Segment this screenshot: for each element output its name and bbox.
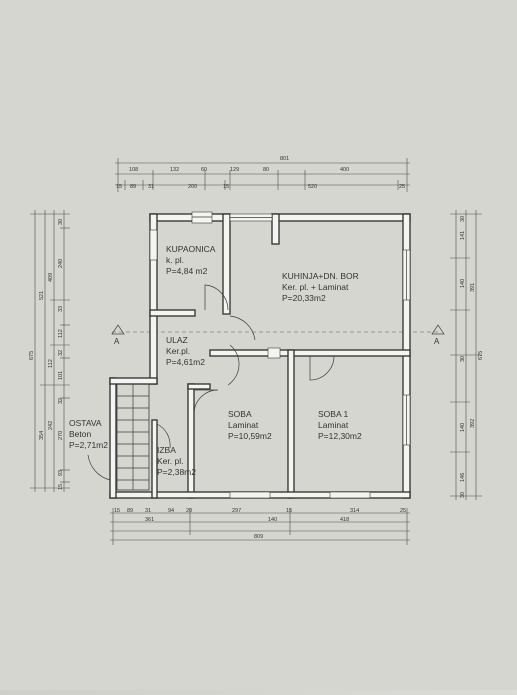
bottom-dim-6: 297 — [232, 508, 241, 514]
left-seg-4: 112 — [58, 329, 64, 338]
bottom-mid-2: 140 — [268, 517, 277, 523]
bottom-mid-3: 418 — [340, 517, 349, 523]
bottom-dim-5: 20 — [186, 508, 192, 514]
section-line-a: A A — [111, 324, 445, 346]
top-total-dim: 801 — [280, 156, 289, 162]
top-dim-7: 15 — [116, 184, 122, 190]
top-dim-2: 132 — [170, 167, 179, 173]
room-area: P=2,71m2 — [69, 440, 108, 450]
section-mark-left: A — [114, 337, 120, 346]
right-mid-dim-1: 391 — [470, 283, 476, 292]
left-dimensions: 675 521 354 409 112 242 30 240 33 112 32… — [29, 210, 70, 492]
room-soba: SOBA Laminat P=10,59m2 — [228, 409, 272, 441]
right-inner-dim-2: 140 — [460, 279, 466, 288]
room-name: SOBA — [228, 409, 252, 419]
top-dimensions: 801 108 132 60 129 80 400 15 89 31 200 1… — [115, 156, 410, 192]
room-area: P=10,59m2 — [228, 431, 272, 441]
right-seg-3: 30 — [460, 492, 466, 498]
room-name: KUPAONICA — [166, 244, 216, 254]
bottom-total-dim: 809 — [254, 534, 263, 540]
room-area: P=20,33m2 — [282, 293, 326, 303]
room-area: P=12,30m2 — [318, 431, 362, 441]
section-mark-right: A — [434, 337, 440, 346]
left-seg-8: 270 — [58, 431, 64, 440]
top-dim-5: 80 — [263, 167, 269, 173]
top-dim-10: 200 — [188, 184, 197, 190]
stairs — [116, 383, 150, 491]
left-seg-3: 33 — [58, 306, 64, 312]
room-name: IZBA — [157, 445, 176, 455]
top-dim-13: 25 — [399, 184, 405, 190]
bottom-dim-8: 314 — [350, 508, 359, 514]
bottom-dimensions: 15 89 31 94 20 297 15 314 25 361 140 418… — [110, 508, 410, 545]
room-soba-1: SOBA 1 Laminat P=12,30m2 — [318, 409, 362, 441]
top-dim-3: 60 — [201, 167, 207, 173]
bottom-dim-3: 31 — [145, 508, 151, 514]
top-dim-11: 15 — [223, 184, 229, 190]
bottom-dim-1: 15 — [114, 508, 120, 514]
doors — [87, 284, 335, 481]
right-inner-dim-3: 140 — [460, 423, 466, 432]
right-seg-2: 30 — [460, 356, 466, 362]
bottom-dim-9: 25 — [400, 508, 406, 514]
room-floor: Laminat — [318, 420, 349, 430]
room-area: P=2,38m2 — [157, 467, 196, 477]
left-seg-7: 32 — [58, 398, 64, 404]
room-kupaonica: KUPAONICA k. pl. P=4,84 m2 — [166, 244, 216, 276]
top-dim-1: 108 — [129, 167, 138, 173]
room-name: SOBA 1 — [318, 409, 349, 419]
room-kuhinja: KUHINJA+DN. BOR Ker. pl. + Laminat P=20,… — [282, 271, 359, 303]
right-outer-dim: 675 — [478, 351, 484, 360]
left-outer-dim: 675 — [29, 351, 35, 360]
room-izba: IZBA Ker. pl. P=2,38m2 — [157, 445, 196, 477]
room-name: ULAZ — [166, 335, 188, 345]
left-inner-dim-1: 409 — [48, 273, 54, 282]
top-dim-9: 31 — [148, 184, 154, 190]
room-floor: Beton — [69, 429, 91, 439]
top-dim-4: 129 — [230, 167, 239, 173]
left-seg-6: 101 — [58, 371, 64, 380]
bottom-dim-4: 94 — [168, 508, 174, 514]
left-mid-dim-2: 354 — [39, 431, 45, 440]
top-dim-12: 520 — [308, 184, 317, 190]
bottom-dim-7: 15 — [286, 508, 292, 514]
room-floor: k. pl. — [166, 255, 184, 265]
room-floor: Ker.pl. — [166, 346, 190, 356]
windows — [149, 211, 411, 499]
room-floor: Ker. pl. — [157, 456, 183, 466]
left-inner-dim-2: 112 — [48, 359, 54, 368]
room-name: KUHINJA+DN. BOR — [282, 271, 359, 281]
left-seg-1: 30 — [58, 219, 64, 225]
right-mid-dim-2: 392 — [470, 419, 476, 428]
left-seg-5: 32 — [58, 350, 64, 356]
room-floor: Laminat — [228, 420, 259, 430]
left-seg-9: 93 — [58, 470, 64, 476]
bottom-mid-1: 361 — [145, 517, 154, 523]
bottom-dim-2: 89 — [127, 508, 133, 514]
right-seg-1: 30 — [460, 216, 466, 222]
left-mid-dim-1: 521 — [39, 291, 45, 300]
left-seg-2: 240 — [58, 259, 64, 268]
room-ostava: OSTAVA Beton P=2,71m2 — [69, 418, 108, 450]
right-inner-dim-4: 146 — [460, 473, 466, 482]
left-seg-10: 15 — [58, 484, 64, 490]
top-dim-6: 400 — [340, 167, 349, 173]
top-dim-8: 89 — [130, 184, 136, 190]
right-inner-dim-1: 141 — [460, 231, 466, 240]
room-floor: Ker. pl. + Laminat — [282, 282, 349, 292]
room-name: OSTAVA — [69, 418, 102, 428]
room-area: P=4,84 m2 — [166, 266, 208, 276]
room-ulaz: ULAZ Ker.pl. P=4,61m2 — [166, 335, 205, 367]
room-area: P=4,61m2 — [166, 357, 205, 367]
right-dimensions: 675 391 392 141 140 140 146 30 30 30 — [450, 210, 484, 500]
left-inner-dim-3: 242 — [48, 421, 54, 430]
